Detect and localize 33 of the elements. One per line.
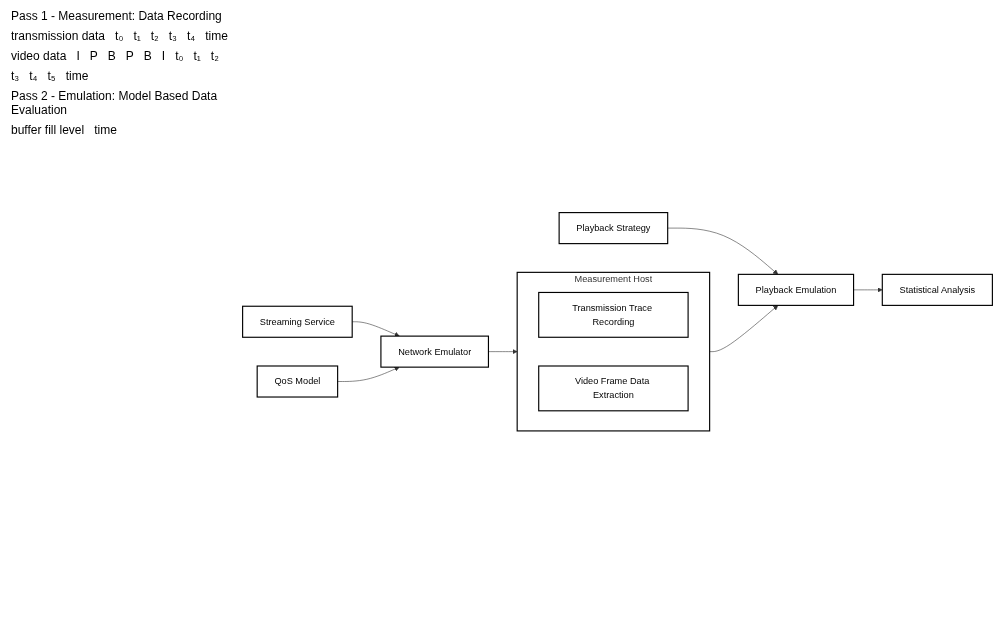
node-box: QoS Model xyxy=(256,365,339,398)
diagram-label: time xyxy=(204,28,229,44)
node-box: Playback Strategy xyxy=(558,212,669,245)
diagram-label: I xyxy=(160,48,167,64)
node-box: Network Emulator xyxy=(380,335,490,368)
node-box: Transmission Trace Recording xyxy=(538,292,689,339)
node-box: Statistical Analysis xyxy=(881,274,993,307)
diagram-label: P xyxy=(124,48,135,64)
diagram-label: time xyxy=(93,122,118,138)
diagram-label: B xyxy=(106,48,117,64)
diagram-label: t₂ xyxy=(209,48,220,64)
diagram-label: t₄ xyxy=(186,28,197,44)
diagram-label: video data xyxy=(10,48,68,64)
node-box: Streaming Service xyxy=(242,305,353,339)
diagram-label: time xyxy=(64,68,90,84)
diagram-label: buffer fill level xyxy=(10,122,86,138)
node-box: Video Frame Data Extraction xyxy=(538,365,689,412)
diagram-label: transmission data xyxy=(10,28,107,44)
diagram-label: t₅ xyxy=(46,68,57,84)
diagram-label: P xyxy=(88,48,99,64)
diagram-label: B xyxy=(142,48,153,64)
diagram-label: t₂ xyxy=(149,28,160,44)
diagram-label: t₃ xyxy=(167,28,178,44)
diagram-label: t₃ xyxy=(10,68,21,84)
diagram-label: t₀ xyxy=(174,48,185,64)
diagram-label: t₁ xyxy=(132,28,142,44)
diagram-label: Pass 1 - Measurement: Data Recording xyxy=(10,8,223,24)
diagram-label: Pass 2 - Emulation: Model Based Data Evaluation xyxy=(10,88,219,118)
diagram-label: t₁ xyxy=(192,48,202,64)
diagram-label: t₀ xyxy=(114,28,125,44)
node-box: Playback Emulation xyxy=(737,274,855,307)
diagram-label: I xyxy=(75,48,81,64)
diagram-label: t₄ xyxy=(28,68,39,84)
